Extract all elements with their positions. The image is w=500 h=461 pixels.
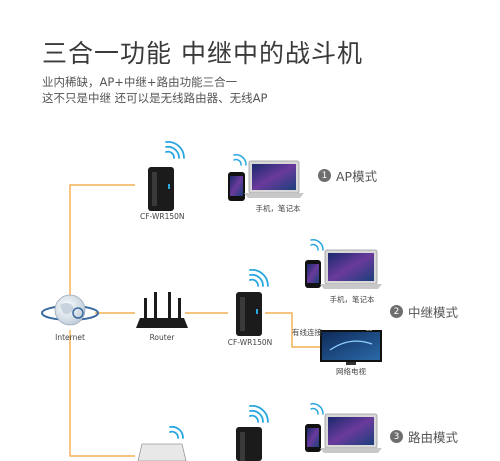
phone-icon-2 [305, 260, 321, 288]
laptop-icon-1 [244, 160, 304, 198]
mode-2-label: 中继模式 [408, 305, 459, 320]
page-title: 三合一功能 中继中的战斗机 [42, 39, 363, 68]
device-label-ap: CF-WR150N [140, 212, 185, 221]
phone-icon-3 [305, 424, 321, 452]
mode-1-label: AP模式 [336, 169, 378, 184]
tv-label: 网络电视 [336, 367, 366, 376]
tv-size-label: 50" [366, 327, 375, 333]
wifi-icon-4 [310, 239, 324, 251]
internet-label: Internet [55, 333, 85, 342]
laptop-icon-3 [320, 413, 382, 453]
wifi-icon-2 [233, 154, 247, 166]
router-icon [136, 292, 188, 328]
mode-1-number: 1 [318, 169, 331, 182]
mode-3-label: 路由模式 [408, 430, 459, 445]
device-label-repeater: CF-WR150N [227, 338, 273, 347]
router-label: Router [149, 333, 175, 342]
mode-3: 3 路由模式 [390, 427, 458, 446]
tv-icon [320, 330, 382, 365]
laptop-icon-2 [320, 249, 382, 289]
wifi-icon-6 [249, 405, 269, 423]
phone-icon-1 [228, 172, 245, 201]
repeater-device-icon-2 [236, 292, 262, 336]
mode-2: 2 中继模式 [390, 302, 458, 321]
mode-1: 1 AP模式 [318, 166, 377, 185]
subtitle-line-2: 这不只是中继 还可以是无线路由器、无线AP [42, 91, 268, 105]
wired-link-label: 有线连接 [292, 328, 322, 337]
mode-3-number: 3 [390, 430, 403, 443]
wifi-icon-7 [310, 403, 324, 415]
router-device-icon-3 [137, 443, 187, 461]
clients-label-repeater: 手机，笔记本 [329, 295, 375, 304]
repeater-device-icon-3 [236, 427, 262, 461]
mode-2-number: 2 [390, 305, 403, 318]
wifi-icon-5 [169, 425, 184, 439]
subtitle-line-1: 业内稀缺，AP+中继+路由功能三合一 [42, 75, 238, 89]
wifi-icon-1 [165, 141, 185, 159]
internet-globe-icon [41, 294, 99, 326]
repeater-device-icon-1 [148, 167, 174, 211]
clients-label-ap: 手机，笔记本 [255, 204, 301, 213]
connection-lines [69, 184, 320, 457]
wifi-icon-3 [249, 269, 269, 287]
